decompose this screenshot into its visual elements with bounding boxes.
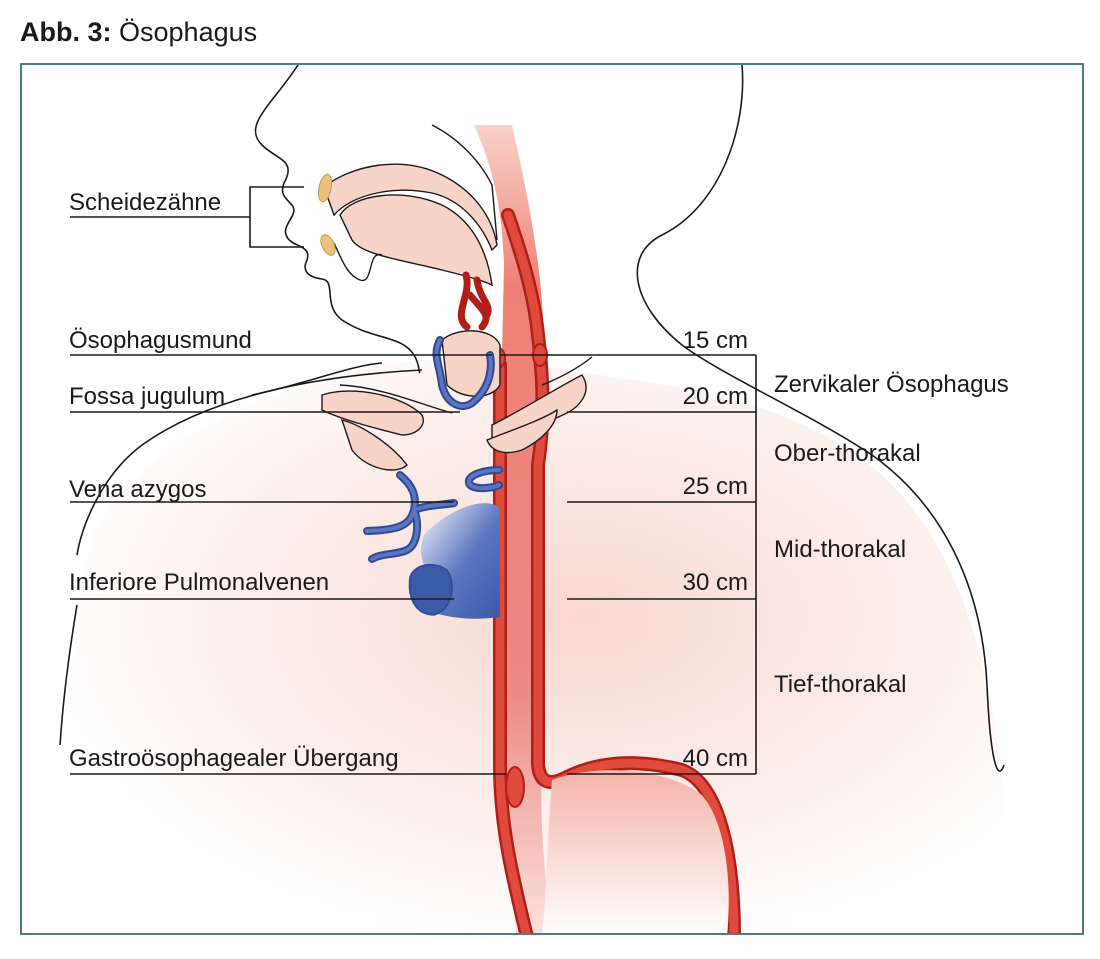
figure-caption: Ösophagus [119, 17, 258, 47]
pulmonary-vein-bulb [408, 563, 453, 616]
left-rib-fragment [340, 419, 408, 471]
distance-15cm: 15 cm [682, 327, 748, 354]
incisors-leader [70, 186, 304, 248]
diagram-frame: Scheidezähne Ösophagusmund Fossa jugulum… [20, 63, 1084, 935]
left-clavicle [321, 390, 424, 436]
label-ge-junction: Gastroösophagealer Übergang [69, 745, 399, 772]
torso-left-outline [59, 604, 78, 746]
azygos-vein-branches-inner [365, 473, 456, 561]
figure-number: Abb. 3: [20, 17, 112, 47]
shoulder-left-outline [76, 369, 423, 556]
aorta-inner [503, 210, 739, 933]
stomach [542, 770, 729, 933]
figure-title: Abb. 3: Ösophagus [20, 14, 257, 50]
distance-scale [500, 354, 757, 775]
distance-30cm: 30 cm [682, 569, 748, 596]
segment-lower-thoracic: Tief-thorakal [774, 671, 907, 698]
lower-jaw [333, 242, 383, 281]
gastroesophageal-sphincter [505, 766, 525, 808]
label-esophageal-mouth: Ösophagusmund [69, 327, 252, 354]
jugular-vein-inner [434, 338, 493, 408]
distance-20cm: 20 cm [682, 383, 748, 410]
tongue [339, 194, 493, 287]
segment-mid-thoracic: Mid-thorakal [774, 536, 907, 563]
laryngeal-vessels [457, 271, 492, 331]
leader-lines [70, 186, 506, 775]
segment-upper-thoracic: Ober-thorakal [774, 440, 921, 467]
nasal-passage [431, 124, 498, 241]
distance-25cm: 25 cm [682, 473, 748, 500]
neck-back-outline [636, 65, 1005, 772]
palate [323, 163, 498, 252]
jugular-fossa-pointer [251, 362, 383, 396]
anatomy-illustration [59, 65, 1012, 933]
azygos-arch-inner [466, 468, 501, 491]
label-jugular-fossa: Fossa jugulum [69, 383, 226, 410]
distance-40cm: 40 cm [682, 745, 748, 772]
upper-incisor [317, 173, 333, 203]
lower-incisor [320, 234, 336, 256]
label-pulmonary-veins: Inferiore Pulmonalvenen [69, 569, 330, 596]
label-azygos-vein: Vena azygos [69, 476, 207, 503]
face-profile-outline [254, 65, 421, 374]
right-rib-fragment [486, 408, 558, 454]
esophagus-wall-inner [495, 360, 531, 933]
clavicle-lines [339, 356, 593, 414]
segment-cervical: Zervikaler Ösophagus [774, 371, 1009, 398]
label-incisors: Scheidezähne [69, 189, 222, 216]
